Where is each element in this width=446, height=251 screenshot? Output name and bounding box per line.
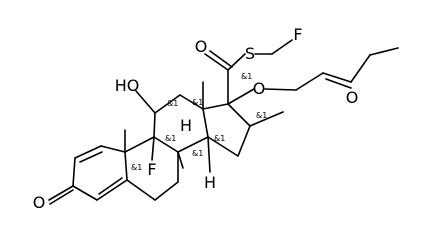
stereo-label-c16: &1 — [256, 111, 267, 120]
atom-o-thioester: O — [195, 37, 208, 56]
atom-f-fluoromethyl: F — [293, 25, 302, 44]
stereo-label-c8: &1 — [192, 149, 203, 158]
atom-hydroxyl: HO — [115, 76, 140, 95]
stereo-label-c9: &1 — [165, 134, 176, 143]
atom-o-propionate: O — [346, 88, 359, 107]
stereo-label-c14: &1 — [214, 134, 225, 143]
atom-o-ester-link: O — [253, 79, 266, 98]
atom-f-ring: F — [147, 160, 156, 179]
atom-h-c14: H — [204, 173, 216, 192]
atom-labels: O S F O O O HO F H H — [33, 25, 359, 212]
bonds — [48, 39, 399, 205]
atom-o-ketone: O — [33, 193, 46, 212]
stereo-label-c17: &1 — [241, 72, 252, 81]
atom-s-thio: S — [245, 44, 255, 63]
stereo-label-c11: &1 — [167, 99, 178, 108]
stereo-label-c10: &1 — [131, 163, 142, 172]
atom-h-c8: H — [180, 116, 192, 135]
stereo-label-c13: &1 — [192, 98, 203, 107]
stereo-labels: &1 &1 &1 &1 &1 &1 &1 &1 — [131, 72, 267, 172]
